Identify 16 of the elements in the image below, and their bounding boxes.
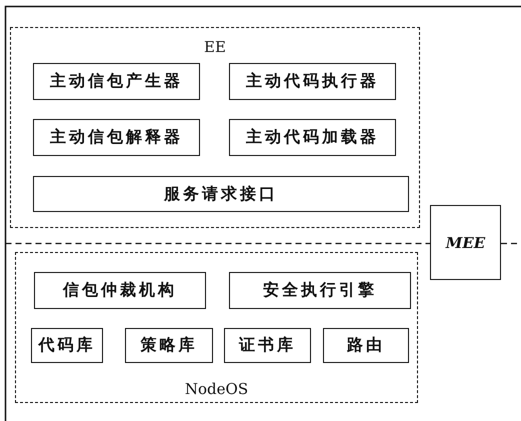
component-box: 信包仲裁机构 — [34, 272, 206, 309]
execution-environment-box — [10, 27, 420, 228]
mee-box: MEE — [430, 205, 501, 280]
interface-box: 服务请求接口 — [33, 176, 409, 212]
component-box: 安全执行引擎 — [229, 272, 411, 309]
library-box: 代码库 — [31, 328, 103, 363]
group-label: EE — [203, 38, 227, 56]
library-box: 路由 — [323, 328, 409, 363]
group-label: NodeOS — [184, 380, 250, 398]
component-box: 主动信包解释器 — [33, 119, 200, 156]
component-box: 主动代码加载器 — [229, 119, 396, 156]
library-box: 策略库 — [125, 328, 213, 363]
component-box: 主动代码执行器 — [229, 63, 396, 100]
library-box: 证书库 — [224, 328, 311, 363]
node-os-box — [15, 252, 418, 403]
component-box: 主动信包产生器 — [33, 63, 200, 100]
